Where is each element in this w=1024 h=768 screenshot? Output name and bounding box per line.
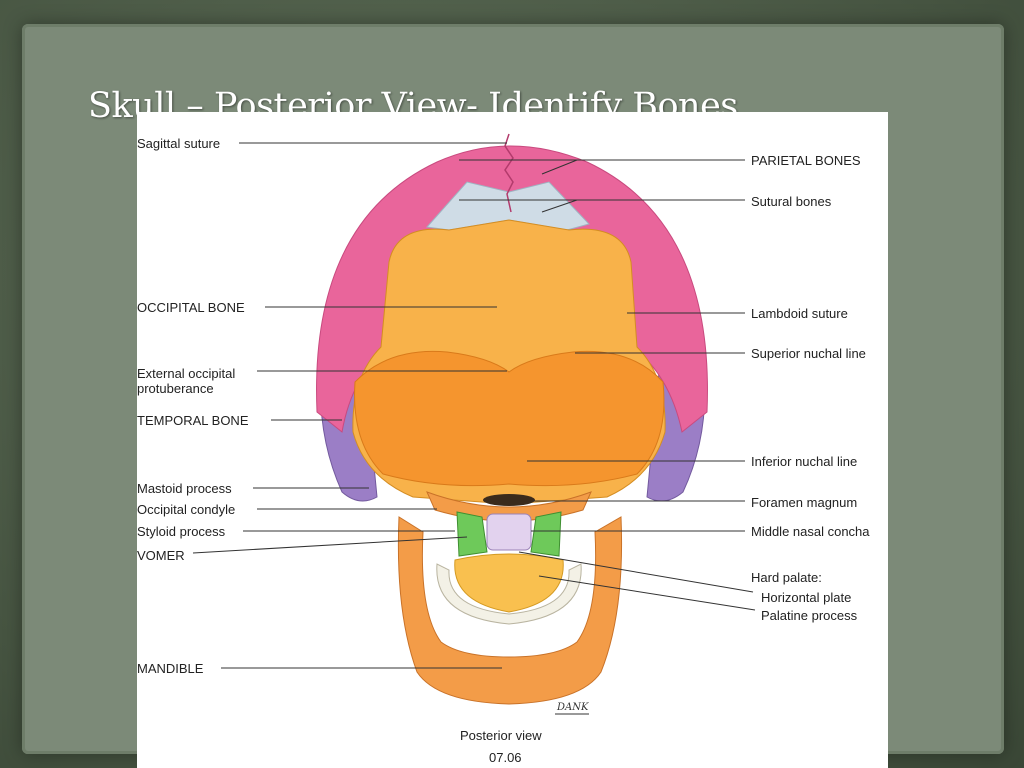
label-mandible: MANDIBLE [137, 661, 204, 676]
label-sagittal-suture: Sagittal suture [137, 136, 221, 151]
artist-signature: DANK [556, 702, 589, 713]
label-vomer: VOMER [137, 548, 185, 563]
label-palatine-process: Palatine process [761, 608, 858, 623]
nuchal-region [354, 350, 665, 487]
label-occipital-condyle: Occipital condyle [137, 502, 236, 517]
label-mastoid-process: Mastoid process [137, 481, 232, 496]
label-external-occipital-1: External occipital [137, 366, 236, 381]
label-external-occipital-2: protuberance [137, 381, 214, 396]
label-temporal-bone: TEMPORAL BONE [137, 413, 249, 428]
label-sutural-bones: Sutural bones [751, 194, 832, 209]
label-foramen-magnum: Foramen magnum [751, 495, 858, 510]
teeth-row [436, 563, 582, 625]
vomer-shape-left [456, 511, 488, 557]
label-inferior-nuchal-line: Inferior nuchal line [751, 454, 858, 469]
skull-figure: DANK Sagittal suture OCCIPITAL BONE Exte… [137, 112, 888, 768]
hard-palate-shape [454, 553, 564, 613]
label-middle-nasal-concha: Middle nasal concha [751, 524, 870, 539]
vomer-shape-right [530, 511, 562, 557]
label-occipital-bone: OCCIPITAL BONE [137, 300, 245, 315]
mandible-shape [397, 516, 623, 705]
skull-illustration: DANK [192, 133, 756, 715]
foramen-magnum-shape [483, 494, 535, 506]
label-styloid-process: Styloid process [137, 524, 226, 539]
figure-number: 07.06 [489, 750, 522, 765]
sagittal-suture-line [504, 133, 514, 213]
label-superior-nuchal-line: Superior nuchal line [751, 346, 866, 361]
figure-caption: Posterior view [460, 728, 542, 743]
label-parietal-bones: PARIETAL BONES [751, 153, 861, 168]
label-horizontal-plate: Horizontal plate [761, 590, 852, 605]
label-lambdoid-suture: Lambdoid suture [751, 306, 848, 321]
leader-lines [192, 142, 756, 669]
nasal-concha-shape [486, 513, 532, 551]
label-hard-palate: Hard palate: [751, 570, 822, 585]
